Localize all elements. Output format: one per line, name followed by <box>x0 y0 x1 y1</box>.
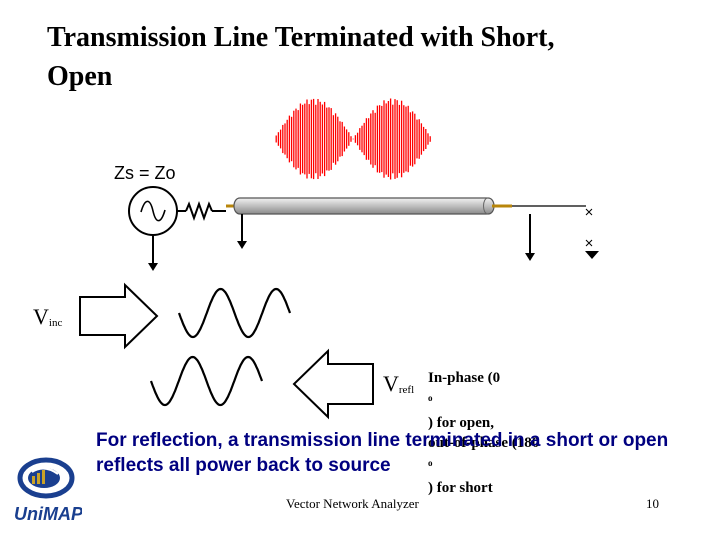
degree-superscript: o <box>428 458 433 468</box>
resistor-zigzag-icon <box>185 201 213 221</box>
reflection-note-line-2: reflects all power back to source <box>96 455 391 476</box>
reflected-voltage-subscript: refl <box>398 384 415 396</box>
incident-voltage-symbol: V <box>33 304 49 329</box>
page-number: 10 <box>646 496 659 511</box>
standing-wave-pattern <box>275 98 431 180</box>
university-logo: UniMAP <box>14 457 82 524</box>
footer-text: Vector Network Analyzer <box>286 496 419 511</box>
phase-note-line-1: In-phase (0 o ) for open, <box>428 368 539 433</box>
short-terminal-cross-icon <box>585 239 593 247</box>
logo-bar-icon <box>32 476 35 484</box>
phase-note-line-2: out-of-phase (180 o ) for short <box>428 433 539 498</box>
logo-swoosh-icon <box>31 467 59 475</box>
phase-note-line-2-text: out-of-phase (180 <box>428 435 540 451</box>
ground-icon-load <box>585 251 599 259</box>
ground-icon-right <box>525 253 535 261</box>
source-impedance-label: Zs = Zo <box>114 163 176 183</box>
reflection-note: For reflection, a transmission line term… <box>96 428 706 478</box>
reflected-wave <box>149 355 264 407</box>
slide-title-line-1: Transmission Line Terminated with Short, <box>47 22 555 53</box>
logo-bar-icon <box>42 470 45 484</box>
transmission-line <box>226 197 593 216</box>
cable-ground-left <box>237 214 247 249</box>
cable-end-cap <box>483 197 489 215</box>
open-terminal-cross-icon <box>585 208 593 216</box>
cable-ground-right <box>525 214 535 261</box>
incident-voltage-label: Vinc <box>33 304 62 330</box>
reflected-voltage-symbol: V <box>383 371 399 396</box>
load-ground <box>585 239 599 259</box>
reflected-arrow-icon <box>292 348 374 420</box>
source-resistor <box>177 201 226 221</box>
reflection-note-line-1: For reflection, a transmission line term… <box>96 430 669 451</box>
reflected-voltage-label: Vrefl <box>383 371 414 397</box>
phase-note: In-phase (0 o ) for open, out-of-phase (18… <box>428 368 539 498</box>
logo-bar-icon <box>37 473 40 484</box>
phase-note-line-1-end: ) for open, <box>428 415 494 431</box>
coax-cable-body <box>233 197 495 215</box>
ac-source <box>128 186 178 271</box>
logo-wordmark: UniMAP <box>14 504 82 524</box>
incident-arrow-icon <box>79 282 159 350</box>
phase-note-line-1-text: In-phase (0 <box>428 370 501 386</box>
incident-wave <box>177 287 292 339</box>
source-ground-icon <box>148 263 158 271</box>
slide-title: Transmission Line Terminated with Short,… <box>47 18 687 96</box>
sine-symbol-icon <box>140 200 166 222</box>
phase-note-line-2-end: ) for short <box>428 480 493 496</box>
ground-icon-left <box>237 241 247 249</box>
degree-superscript: o <box>428 393 433 403</box>
incident-voltage-subscript: inc <box>48 317 63 329</box>
slide-title-line-2: Open <box>47 61 113 92</box>
